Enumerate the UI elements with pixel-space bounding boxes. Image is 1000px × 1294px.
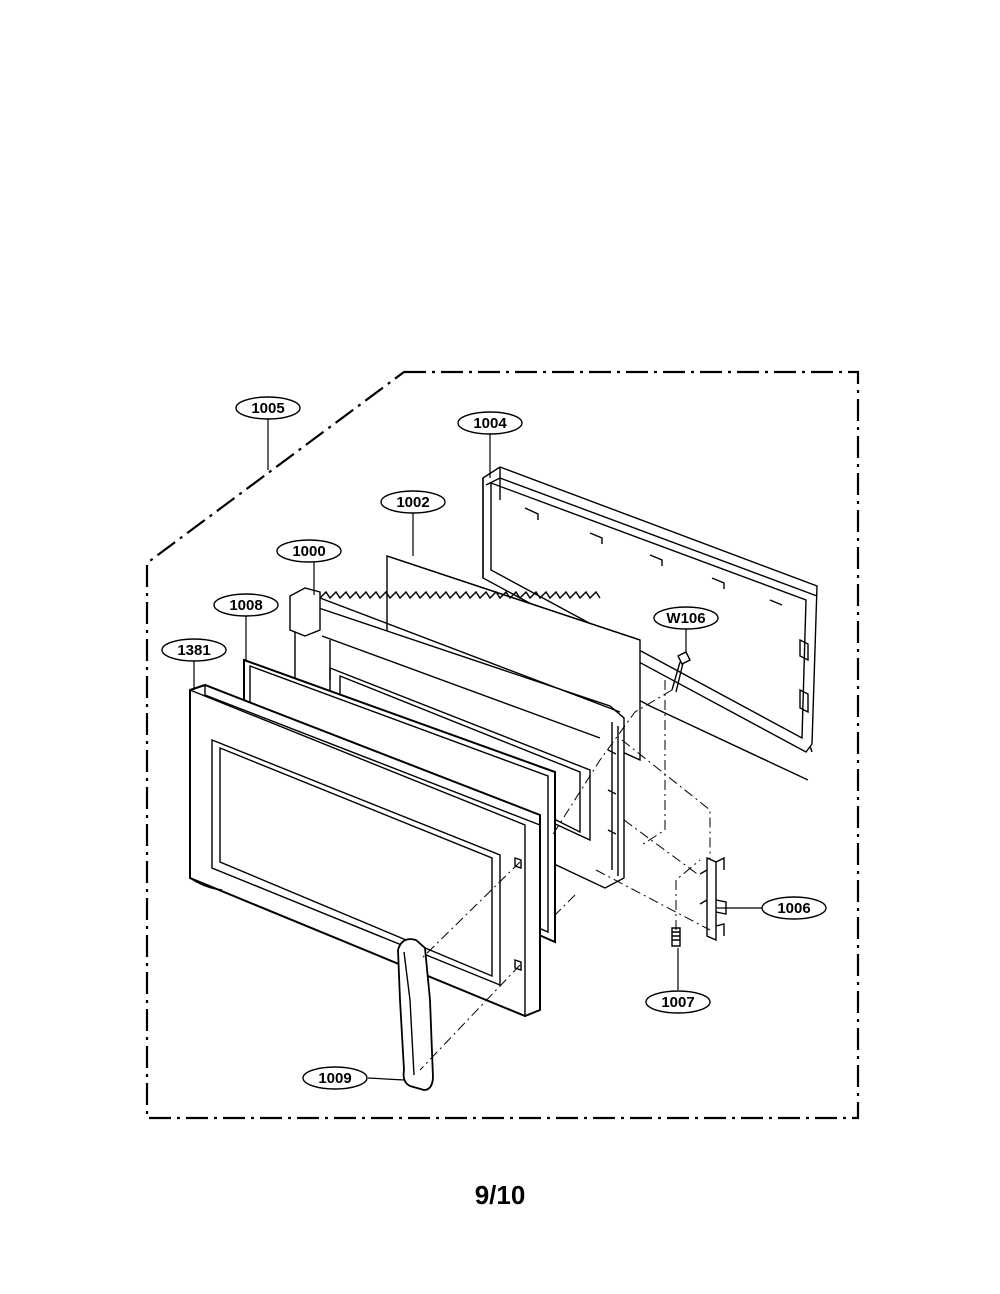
callout-1009: 1009 [302, 1066, 368, 1090]
callout-1005: 1005 [235, 396, 301, 420]
part-1381-door-front [189, 683, 541, 1018]
leader-lines [193, 418, 762, 1081]
choke-teeth [319, 590, 601, 600]
callout-label: 1005 [251, 400, 284, 417]
callout-W106: W106 [653, 606, 719, 630]
part-1007-spring [671, 927, 681, 947]
assembly-boundary [145, 370, 860, 1120]
callout-label: 1009 [318, 1070, 351, 1087]
callout-1008: 1008 [213, 593, 279, 617]
callout-label: 1006 [777, 900, 810, 917]
callout-label: 1381 [177, 642, 210, 659]
part-1009-handle [397, 938, 434, 1091]
callout-1004: 1004 [457, 411, 523, 435]
part-1006-latch [699, 856, 727, 942]
page-number: 9/10 [474, 1180, 526, 1210]
callout-1002: 1002 [380, 490, 446, 514]
callout-1000: 1000 [276, 539, 342, 563]
callout-label: 1000 [292, 543, 325, 560]
callout-label: 1008 [229, 597, 262, 614]
callout-1381: 1381 [161, 638, 227, 662]
callout-label: 1002 [396, 494, 429, 511]
part-1004-frame [482, 466, 818, 781]
callout-label: W106 [666, 610, 705, 627]
callout-label: 1007 [661, 994, 694, 1011]
callout-label: 1004 [473, 415, 507, 432]
part-W106-screw [671, 651, 691, 693]
callout-1006: 1006 [761, 896, 827, 920]
callout-1007: 1007 [645, 990, 711, 1014]
assembly-guide-lines [419, 680, 711, 1071]
